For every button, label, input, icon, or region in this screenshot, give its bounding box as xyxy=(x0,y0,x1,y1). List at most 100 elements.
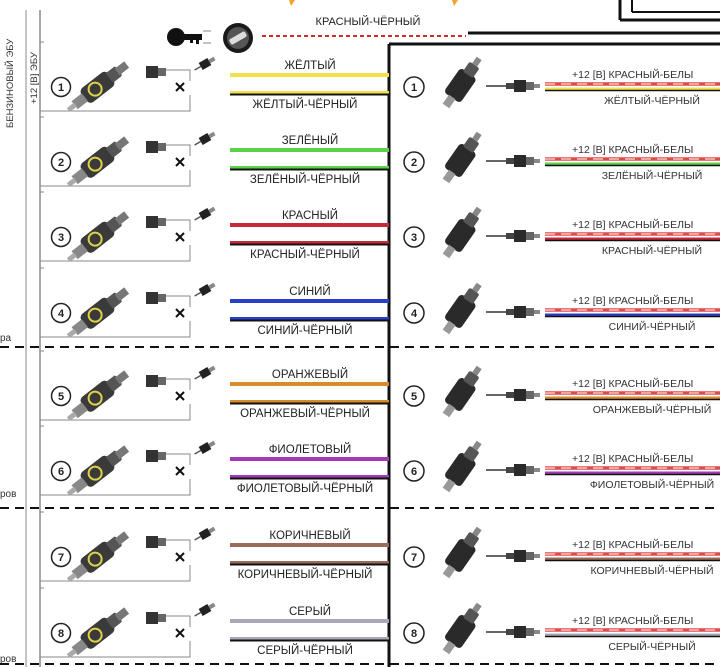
channel-number-circle xyxy=(50,385,72,407)
wire-label: ОРАНЖЕВЫЙ xyxy=(272,368,348,381)
channel-number-circle xyxy=(50,622,72,644)
channel-number-circle xyxy=(403,622,425,644)
ecu-bus xyxy=(25,10,41,667)
channel-number-circle xyxy=(403,460,425,482)
wire-black-label: КРАСНЫЙ-ЧЁРНЫЙ xyxy=(250,248,360,261)
petrol-injector-icon xyxy=(66,61,130,113)
plug-connector-icon xyxy=(194,206,216,221)
power-wire-label: +12 [В] КРАСНЫЙ-БЕЛЫ xyxy=(572,614,693,627)
channel-number: 7 xyxy=(58,552,64,564)
ecu-label: БЕНЗИНОВЫЙ ЭБУ xyxy=(4,38,16,128)
power-wire-label: +12 [В] КРАСНЫЙ-БЕЛЫ xyxy=(572,294,693,307)
injector-connector-icon xyxy=(146,141,166,153)
gas-injector-connector-icon xyxy=(506,155,540,167)
side-fragment: ра xyxy=(0,333,12,344)
channel-number-circle xyxy=(403,385,425,407)
channel-number: 2 xyxy=(58,157,64,169)
cut-wire-icon xyxy=(175,232,185,242)
injector-connector-icon xyxy=(146,450,166,462)
ignition-key-icon xyxy=(167,28,211,46)
gas-injector-connector-icon xyxy=(506,626,540,638)
ignition-lock-icon xyxy=(223,23,253,53)
wire-black-label: ЗЕЛЁНЫЙ-ЧЁРНЫЙ xyxy=(250,173,360,186)
channel-number-circle xyxy=(403,226,425,248)
channel-number-circle xyxy=(50,151,72,173)
ecu-branch-wire xyxy=(40,425,191,496)
channel-number: 4 xyxy=(58,308,65,320)
wire-label: СЕРЫЙ xyxy=(289,605,331,618)
power-wire-label: +12 [В] КРАСНЫЙ-БЕЛЫ xyxy=(572,377,693,390)
gas-injector-icon xyxy=(442,56,482,109)
gas-injector-icon xyxy=(442,131,482,184)
plug-connector-icon xyxy=(194,526,216,541)
ignition-wire-label: КРАСНЫЙ-ЧЁРНЫЙ xyxy=(316,15,421,28)
channel-number: 2 xyxy=(411,157,417,169)
wire-label: СИНИЙ xyxy=(289,285,330,298)
ecu-branch-wire xyxy=(40,350,191,421)
channel-number-circle xyxy=(50,226,72,248)
gas-injector-connector-icon xyxy=(506,464,540,476)
plug-connector-icon xyxy=(194,440,216,455)
channel-number-circle xyxy=(50,460,72,482)
channel-number: 3 xyxy=(411,232,417,244)
wire-label: КРАСНЫЙ xyxy=(282,209,338,222)
right-wire-label: ЗЕЛЁНЫЙ-ЧЁРНЫЙ xyxy=(602,169,703,182)
channel-number-circle xyxy=(403,76,425,98)
cut-wire-icon xyxy=(175,157,185,167)
channel-number-circle xyxy=(50,76,72,98)
wire-label: ЗЕЛЁНЫЙ xyxy=(282,134,339,147)
channel-number: 8 xyxy=(411,628,417,640)
gas-injector-icon xyxy=(442,206,482,259)
injector-connector-icon xyxy=(146,66,166,78)
channel-2: 2 ЗЕЛЁНЫЙ ЗЕЛЁНЫЙ-ЧЁРНЫЙ 2 +12 [В] КРАСНЫЙ-Б… xyxy=(40,116,720,188)
power-wire-label: +12 [В] КРАСНЫЙ-БЕЛЫ xyxy=(572,538,693,551)
power-wire-label: +12 [В] КРАСНЫЙ-БЕЛЫ xyxy=(572,218,693,231)
petrol-injector-icon xyxy=(66,445,130,497)
cut-wire-icon xyxy=(175,82,185,92)
cut-wire-icon xyxy=(175,308,185,318)
cut-wire-icon xyxy=(175,391,185,401)
lightning-icon xyxy=(289,0,458,6)
channel-number: 4 xyxy=(411,308,418,320)
plug-connector-icon xyxy=(194,56,216,71)
channel-number: 7 xyxy=(411,552,417,564)
gas-injector-connector-icon xyxy=(506,389,540,401)
wire-label: ФИОЛЕТОВЫЙ xyxy=(269,443,352,456)
ecu-branch-wire xyxy=(40,191,191,262)
petrol-injector-icon xyxy=(66,211,130,263)
ecu-branch-wire xyxy=(40,116,191,187)
power-wire-label: +12 [В] КРАСНЫЙ-БЕЛЫ xyxy=(572,143,693,156)
ecu-power-label: +12 [В] ЭБУ xyxy=(29,51,40,104)
gas-injector-icon xyxy=(442,602,482,655)
wire-black-label: ЖЁЛТЫЙ-ЧЁРНЫЙ xyxy=(253,98,358,111)
petrol-injector-icon xyxy=(66,531,130,583)
channel-number: 8 xyxy=(58,628,64,640)
cut-wire-icon xyxy=(175,466,185,476)
cut-wire-icon xyxy=(175,552,185,562)
right-wire-label: ФИОЛЕТОВЫЙ-ЧЁРНЫЙ xyxy=(590,478,714,491)
plug-connector-icon xyxy=(194,365,216,380)
plug-connector-icon xyxy=(194,282,216,297)
gas-injector-connector-icon xyxy=(506,306,540,318)
right-wire-label: СИНИЙ-ЧЁРНЫЙ xyxy=(609,320,696,333)
gas-injector-connector-icon xyxy=(506,550,540,562)
right-wire-label: СЕРЫЙ-ЧЁРНЫЙ xyxy=(608,640,695,653)
petrol-injector-icon xyxy=(66,370,130,422)
gas-injector-connector-icon xyxy=(506,230,540,242)
power-wire-label: +12 [В] КРАСНЫЙ-БЕЛЫ xyxy=(572,452,693,465)
right-wire-label: КРАСНЫЙ-ЧЁРНЫЙ xyxy=(602,244,702,257)
channel-number: 6 xyxy=(411,466,417,478)
right-wire-label: КОРИЧНЕВЫЙ-ЧЁРНЫЙ xyxy=(590,564,713,577)
wire-black-label: ОРАНЖЕВЫЙ-ЧЁРНЫЙ xyxy=(240,407,370,420)
channel-number-circle xyxy=(403,151,425,173)
gas-injector-icon xyxy=(442,282,482,335)
gas-injector-connector-icon xyxy=(506,80,540,92)
